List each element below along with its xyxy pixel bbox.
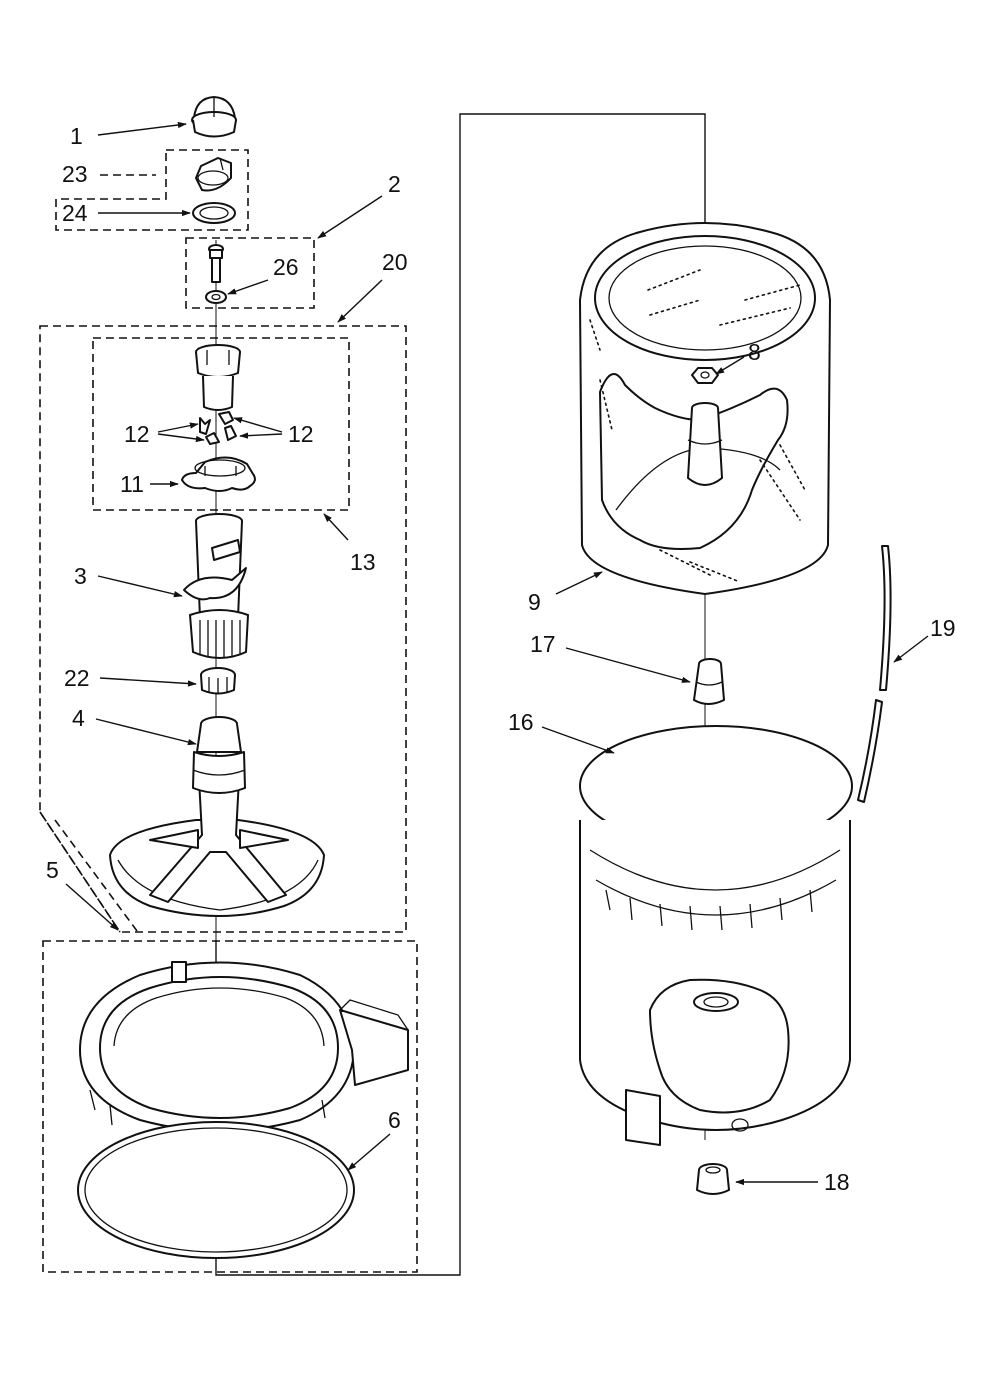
leader-19	[893, 635, 929, 663]
group-box-5-dash-a	[39, 811, 121, 933]
leader-22	[99, 677, 197, 687]
group-box-23	[55, 149, 249, 231]
callout-24: 24	[62, 200, 88, 226]
leader-12a-2	[157, 433, 205, 443]
callout-2: 2	[388, 171, 401, 197]
leader-12a-1	[157, 422, 199, 433]
callout-17: 17	[530, 631, 556, 657]
callout-4: 4	[72, 705, 85, 731]
leader-6	[347, 1133, 391, 1171]
part-1-agitator-cap	[191, 96, 237, 138]
callout-3: 3	[74, 563, 87, 589]
leader-12b-1	[233, 417, 283, 433]
part-12-dogs	[199, 411, 237, 445]
callout-9: 9	[528, 589, 541, 615]
part-8-nut	[691, 367, 719, 384]
part-26-washer	[205, 290, 227, 304]
callout-20: 20	[382, 249, 408, 275]
group-box-2	[185, 237, 315, 309]
group-box-13	[92, 337, 350, 511]
callout-23: 23	[62, 161, 88, 187]
callout-26: 26	[273, 254, 299, 280]
part-5-tub-ring	[79, 961, 409, 1153]
callout-22: 22	[64, 665, 90, 691]
callout-13: 13	[350, 549, 376, 575]
leader-9	[555, 571, 603, 595]
part-16-outer-tub	[579, 725, 853, 1146]
part-4-agitator-base	[109, 716, 325, 917]
callout-11: 11	[120, 471, 144, 497]
part-22-bearing	[200, 667, 236, 695]
part-18-plug	[696, 1163, 730, 1195]
part-9-basket	[579, 222, 831, 595]
part-19-hose	[857, 545, 892, 803]
callout-1: 1	[70, 123, 83, 149]
part-24-seal-ring	[192, 202, 236, 224]
part-6-seal	[77, 1121, 355, 1259]
leader-8	[715, 356, 745, 375]
callout-16: 16	[508, 709, 534, 735]
part-2-bolt	[208, 244, 224, 283]
part-13-cam-assembly-top	[195, 344, 241, 411]
leader-12b-2	[239, 432, 283, 439]
group-box-20	[39, 325, 407, 933]
leader-2	[317, 195, 383, 239]
part-17-bushing	[693, 658, 725, 705]
callout-8: 8	[748, 339, 761, 365]
leader-4	[95, 718, 197, 746]
leader-5	[65, 883, 119, 931]
callout-5: 5	[46, 857, 59, 883]
group-box-5	[42, 940, 418, 1273]
part-3-auger	[183, 513, 249, 659]
leader-3	[97, 575, 183, 598]
leader-17	[565, 647, 691, 683]
leader-1	[97, 121, 187, 136]
leader-13	[323, 513, 349, 541]
group-box-5-dash-b	[54, 819, 141, 936]
leader-20	[337, 279, 383, 323]
part-11-ratchet	[181, 456, 256, 492]
callout-6: 6	[388, 1107, 401, 1133]
part-23-cam	[195, 157, 232, 192]
leader-26	[227, 279, 269, 295]
callout-12-right: 12	[288, 421, 314, 447]
callout-18: 18	[824, 1169, 850, 1195]
callout-19: 19	[930, 615, 956, 641]
callout-12-left: 12	[124, 421, 150, 447]
leader-16	[541, 726, 615, 754]
